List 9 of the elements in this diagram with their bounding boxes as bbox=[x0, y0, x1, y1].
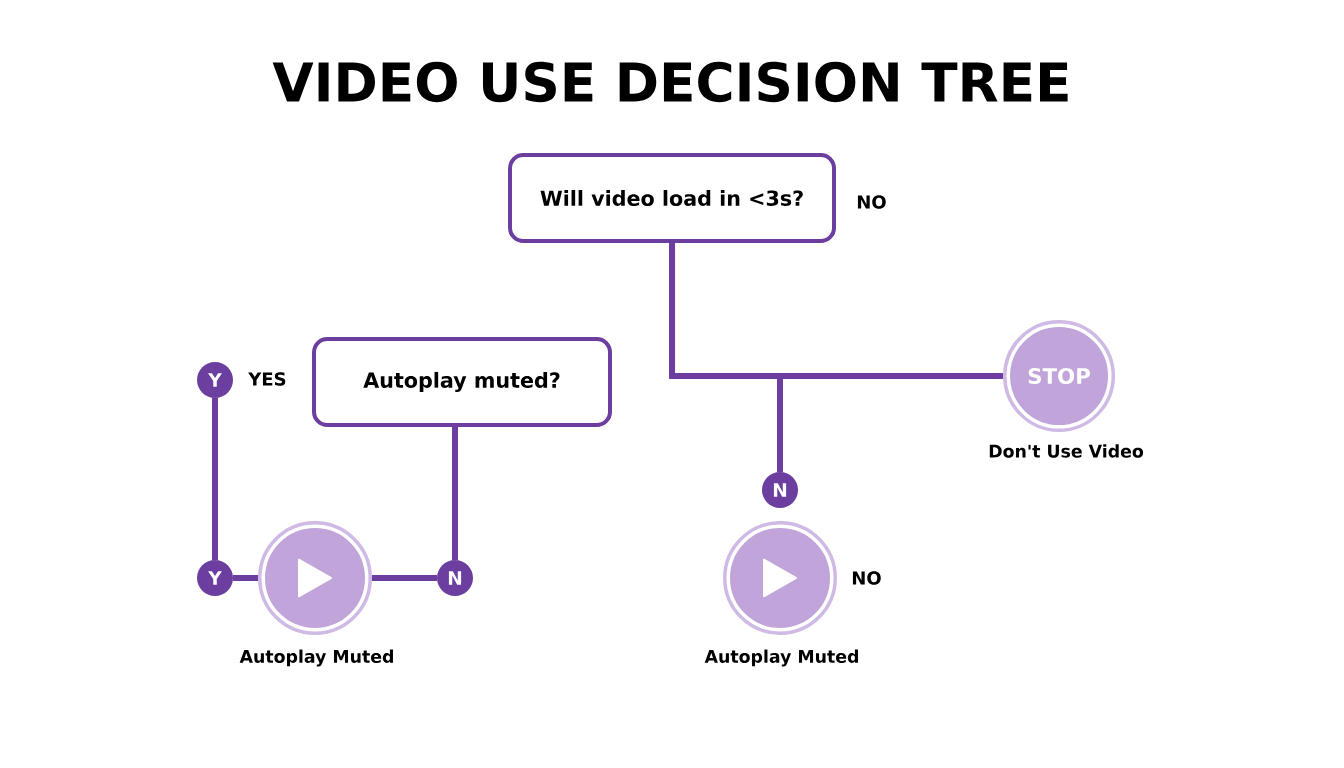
decision-box: Will video load in <3s? bbox=[508, 153, 836, 243]
outcome-caption: Don't Use Video bbox=[989, 444, 1144, 458]
outcome-caption: Autoplay Muted bbox=[704, 649, 858, 667]
branch-label: YES bbox=[248, 372, 286, 386]
branch-label: NO bbox=[852, 571, 881, 585]
title: VIDEO USE DECISION TREE bbox=[272, 61, 1068, 103]
outcome-caption: Autoplay Muted bbox=[239, 649, 393, 667]
decision-box: Autoplay muted? bbox=[312, 337, 612, 427]
branch-label: NO bbox=[857, 195, 886, 209]
